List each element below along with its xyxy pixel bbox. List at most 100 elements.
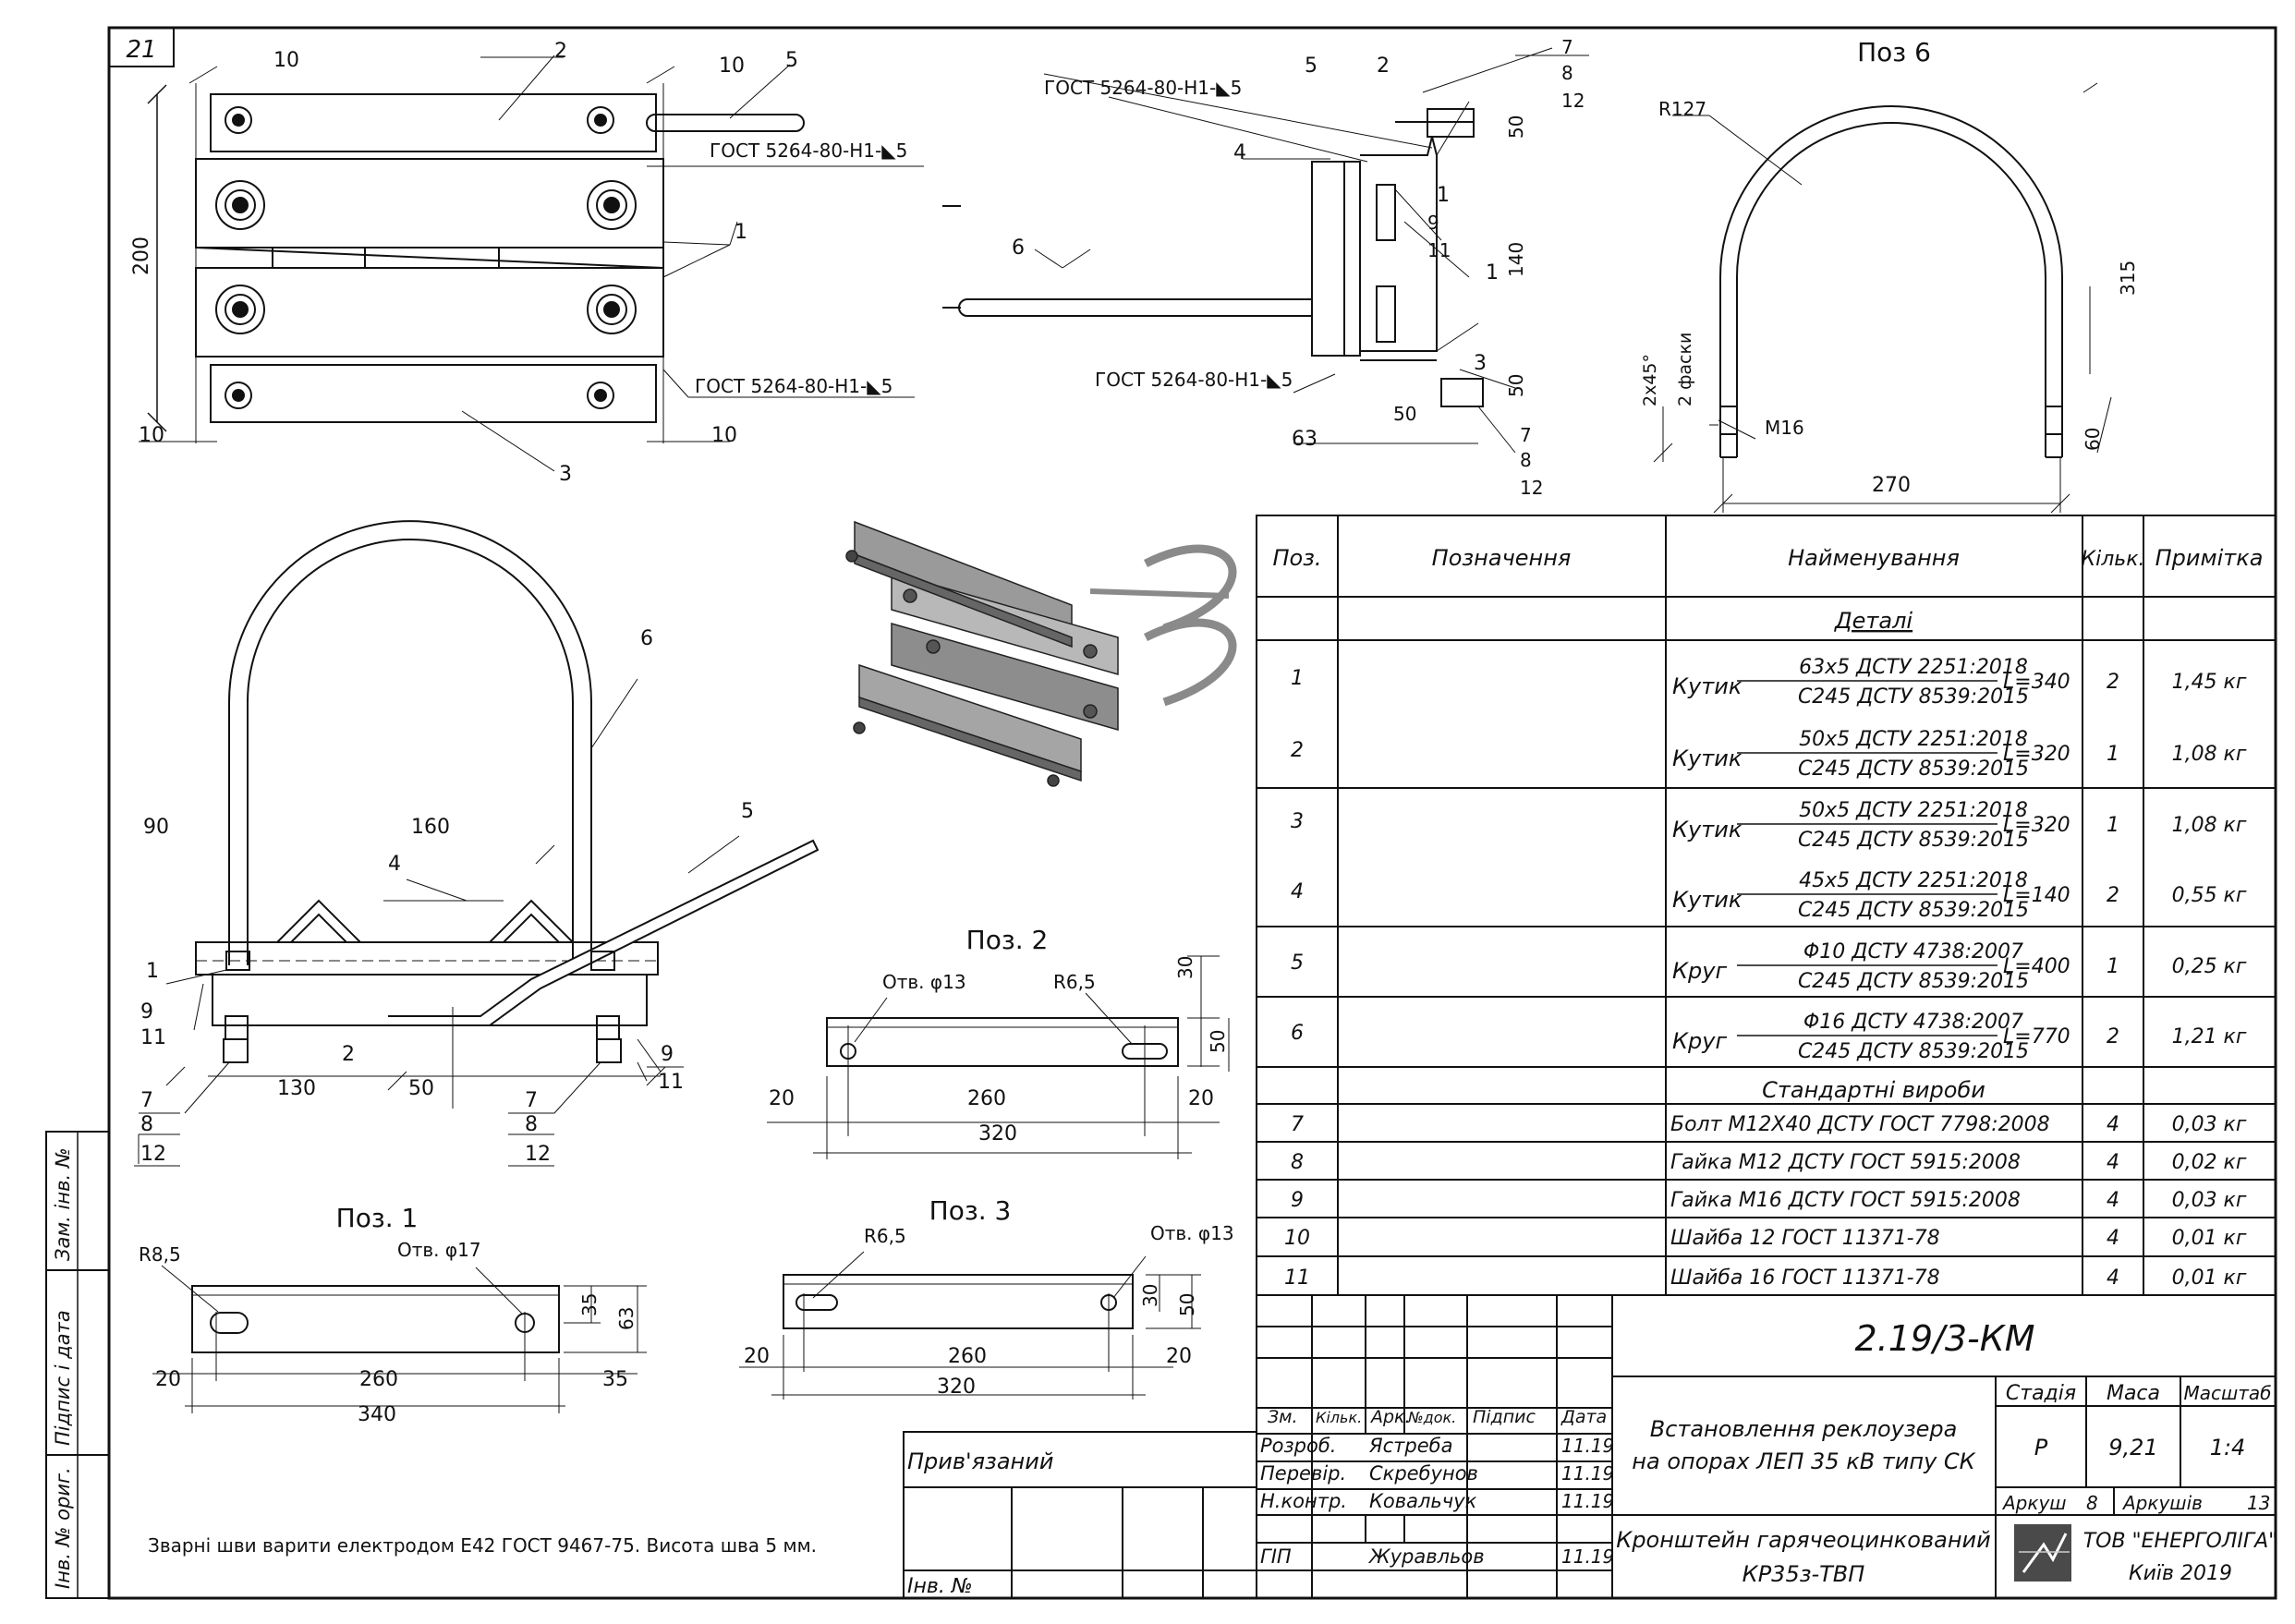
pos1-title: Поз. 1 bbox=[336, 1203, 419, 1233]
spec-std-pos: 11 bbox=[1284, 1266, 1310, 1290]
tb-date-0: 11.19 bbox=[1561, 1435, 1614, 1457]
pos3-d50: 50 bbox=[1176, 1293, 1198, 1316]
pos1-d20: 20 bbox=[155, 1368, 181, 1391]
spec-std-pos: 10 bbox=[1284, 1227, 1310, 1250]
pos3-title: Поз. 3 bbox=[929, 1195, 1012, 1226]
mass-label: Маса bbox=[2107, 1382, 2160, 1405]
side-callout-5: 5 bbox=[1305, 55, 1318, 78]
pos6-thread-len: 60 bbox=[2082, 428, 2104, 451]
sheets-label: Аркушів bbox=[2121, 1492, 2203, 1514]
dim-10-bl: 10 bbox=[139, 424, 164, 447]
spec-header-qty: Кільк. bbox=[2081, 548, 2144, 571]
spec-row-steel: С245 ДСТУ 8539:2015 bbox=[1798, 899, 2029, 922]
project-line1: Встановлення реклоузера bbox=[1650, 1416, 1958, 1442]
spec-std-pos: 9 bbox=[1291, 1189, 1304, 1212]
stamp-replace-inv: Зам. інв. № bbox=[52, 1147, 74, 1261]
side-weld-bottom: ГОСТ 5264-80-Н1-◣5 bbox=[1095, 369, 1293, 391]
pos1-d63: 63 bbox=[615, 1307, 638, 1330]
side-callout-8b: 8 bbox=[1520, 449, 1532, 471]
pos6-width: 270 bbox=[1872, 474, 1911, 497]
spec-row-note: 0,55 кг bbox=[2172, 884, 2247, 907]
spec-row-length: L=340 bbox=[2003, 671, 2070, 694]
spec-row-length: L=320 bbox=[2003, 743, 2070, 766]
spec-std-note: 0,02 кг bbox=[2172, 1151, 2247, 1174]
pos2-radius: R6,5 bbox=[1053, 971, 1096, 993]
spec-row-note: 1,08 кг bbox=[2172, 814, 2247, 837]
doc-code: 2.19/3-КМ bbox=[1854, 1318, 2034, 1359]
scale-label: Масштаб bbox=[2183, 1382, 2271, 1404]
stage-label: Стадія bbox=[2006, 1382, 2076, 1405]
side-stamps: Інв. № ориг. Підпис і дата Зам. інв. № bbox=[45, 1131, 110, 1599]
inv-label: Інв. № bbox=[907, 1575, 973, 1598]
dim-10-br: 10 bbox=[711, 424, 737, 447]
spec-row-name: Кутик bbox=[1672, 817, 1742, 842]
spec-std-pos: 7 bbox=[1291, 1113, 1304, 1136]
front-dim-50: 50 bbox=[408, 1077, 434, 1100]
pos2-d50: 50 bbox=[1207, 1030, 1229, 1053]
spec-std-qty: 4 bbox=[2107, 1189, 2119, 1212]
spec-std-pos: 8 bbox=[1291, 1151, 1304, 1174]
pos3-d20b: 20 bbox=[1166, 1345, 1192, 1368]
side-dim-50c: 50 bbox=[1393, 403, 1416, 425]
spec-row-qty: 2 bbox=[2107, 884, 2119, 907]
pos2-d30: 30 bbox=[1174, 956, 1196, 979]
side-callout-6: 6 bbox=[1012, 236, 1025, 260]
pos3-d30: 30 bbox=[1139, 1284, 1161, 1307]
tb-hdr-sheet: Арк. bbox=[1369, 1407, 1411, 1427]
callout-3-top: 3 bbox=[559, 463, 572, 486]
side-callout-8a: 8 bbox=[1561, 62, 1573, 84]
mass-value: 9,21 bbox=[2108, 1435, 2157, 1460]
sheet-value: 8 bbox=[2086, 1492, 2098, 1514]
tb-name-2: Ковальчук bbox=[1369, 1490, 1477, 1512]
spec-row-note: 0,25 кг bbox=[2172, 955, 2247, 978]
dim-10-tr: 10 bbox=[719, 55, 745, 78]
pos2-d20b: 20 bbox=[1188, 1087, 1214, 1110]
spec-row-steel: С245 ДСТУ 8539:2015 bbox=[1798, 970, 2029, 993]
spec-std-name: Болт М12Х40 ДСТУ ГОСТ 7798:2008 bbox=[1670, 1113, 2050, 1136]
spec-row-pos: 3 bbox=[1291, 810, 1304, 833]
spec-row-profile: 50х5 ДСТУ 2251:2018 bbox=[1799, 799, 2028, 822]
pos6-thread: M16 bbox=[1765, 417, 1804, 439]
spec-row-qty: 1 bbox=[2107, 955, 2119, 978]
spec-row-profile: 63х5 ДСТУ 2251:2018 bbox=[1799, 656, 2028, 679]
top-view bbox=[139, 55, 924, 472]
pos1-d340: 340 bbox=[358, 1403, 396, 1426]
tb-hdr-sign: Підпис bbox=[1473, 1407, 1536, 1427]
stamp-inv-orig: Інв. № ориг. bbox=[52, 1467, 74, 1589]
front-callout-5: 5 bbox=[741, 800, 754, 823]
side-dim-50a: 50 bbox=[1505, 115, 1527, 139]
tb-hdr-change: Зм. bbox=[1268, 1407, 1298, 1427]
side-dim-140: 140 bbox=[1505, 242, 1527, 277]
side-callout-11: 11 bbox=[1427, 239, 1451, 261]
title-block bbox=[903, 1294, 2277, 1599]
drawing-line1: Кронштейн гарячеоцинкований bbox=[1616, 1527, 1990, 1553]
pos3-radius: R6,5 bbox=[864, 1225, 906, 1247]
front-callout-7a: 7 bbox=[140, 1089, 153, 1112]
spec-row-profile: Φ10 ДСТУ 4738:2007 bbox=[1803, 940, 2023, 963]
spec-row-length: L=320 bbox=[2003, 814, 2070, 837]
spec-row-pos: 6 bbox=[1291, 1022, 1304, 1045]
side-callout-1a: 1 bbox=[1437, 184, 1450, 207]
spec-table bbox=[1256, 515, 2277, 1296]
tb-role-0: Розроб. bbox=[1260, 1435, 1336, 1457]
spec-row-steel: С245 ДСТУ 8539:2015 bbox=[1798, 685, 2029, 709]
pos6-view bbox=[1653, 82, 2112, 514]
spec-row-length: L=140 bbox=[2003, 884, 2070, 907]
tb-role-3: ГІП bbox=[1260, 1545, 1292, 1568]
sheet-label: Аркуш bbox=[2001, 1492, 2067, 1514]
spec-row-pos: 5 bbox=[1291, 951, 1304, 975]
spec-section-details: Деталі bbox=[1834, 608, 1913, 634]
weld-note-bottom: ГОСТ 5264-80-Н1-◣5 bbox=[695, 375, 892, 397]
pos3-d320: 320 bbox=[937, 1376, 976, 1399]
pos6-chamfer: 2x45° bbox=[1640, 354, 1660, 406]
pos6-radius: R127 bbox=[1658, 98, 1706, 120]
spec-header-note: Примітка bbox=[2155, 545, 2264, 571]
stage-value: Р bbox=[2034, 1435, 2048, 1460]
spec-header-pos: Поз. bbox=[1272, 545, 1321, 571]
spec-row-length: L=770 bbox=[2003, 1025, 2070, 1048]
pos1-d35a: 35 bbox=[602, 1368, 628, 1391]
spec-std-qty: 4 bbox=[2107, 1266, 2119, 1290]
project-line2: на опорах ЛЕП 35 кВ типу СК bbox=[1632, 1448, 1975, 1474]
spec-row-qty: 1 bbox=[2107, 814, 2119, 837]
spec-row-qty: 1 bbox=[2107, 743, 2119, 766]
